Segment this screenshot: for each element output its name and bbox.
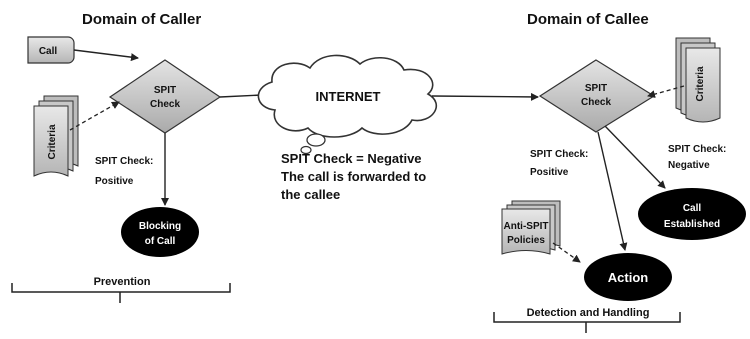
thought-bubble-large xyxy=(306,133,326,147)
callee-check-to-established-arrow xyxy=(604,125,666,189)
callee-domain-header: Domain of Callee xyxy=(527,11,649,28)
callee-positive-line1: SPIT Check: xyxy=(530,149,588,160)
internet-cloud: INTERNET xyxy=(257,54,438,138)
action-label: Action xyxy=(608,270,649,285)
anti-spit-policies-stack: Anti-SPIT Policies xyxy=(501,200,561,255)
caller-criteria-label: Criteria xyxy=(47,124,58,159)
caller-spit-check-diamond: SPIT Check xyxy=(108,59,222,134)
detection-bracket xyxy=(493,312,681,333)
callee-negative-line1: SPIT Check: xyxy=(668,144,726,155)
established-line2: Established xyxy=(664,219,720,230)
internet-to-callee-check-arrow xyxy=(431,92,539,101)
blocking-of-call-node: Blocking of Call xyxy=(121,207,199,257)
anti-spit-line2: Policies xyxy=(507,235,545,246)
callee-negative-line2: Negative xyxy=(668,160,710,171)
call-label: Call xyxy=(39,46,58,57)
caller-criteria-arrow xyxy=(69,101,120,131)
prevention-bracket xyxy=(11,283,231,303)
action-node: Action xyxy=(584,253,672,301)
blocking-line2: of Call xyxy=(145,236,176,247)
callee-criteria-arrow xyxy=(647,85,685,98)
thought-bubble-small xyxy=(300,145,312,155)
call-to-check-arrow xyxy=(73,49,139,62)
caller-spit-line2: Check xyxy=(150,99,180,110)
caller-criteria-stack: Criteria xyxy=(33,95,79,177)
caller-spit-line1: SPIT xyxy=(154,85,176,96)
established-line1: Call xyxy=(683,203,702,214)
detection-label: Detection and Handling xyxy=(527,307,650,319)
anti-spit-line1: Anti-SPIT xyxy=(504,221,549,232)
blocking-line1: Blocking xyxy=(139,221,181,232)
callee-criteria-stack: Criteria xyxy=(675,37,721,123)
prevention-label: Prevention xyxy=(94,276,151,288)
anti-spit-arrow xyxy=(552,242,581,263)
check-to-internet-line xyxy=(219,94,263,98)
call-box: Call xyxy=(27,36,75,64)
call-established-node: Call Established xyxy=(638,188,746,240)
caller-domain-header: Domain of Caller xyxy=(82,11,201,28)
caller-positive-line1: SPIT Check: xyxy=(95,156,153,167)
callee-criteria-label: Criteria xyxy=(695,66,706,101)
internet-note-line3: the callee xyxy=(281,187,340,202)
internet-note-line2: The call is forwarded to xyxy=(281,169,426,184)
callee-spit-check-diamond: SPIT Check xyxy=(538,59,656,133)
callee-positive-line2: Positive xyxy=(530,167,569,178)
internet-label: INTERNET xyxy=(316,89,381,104)
internet-note-line1: SPIT Check = Negative xyxy=(281,151,422,166)
caller-positive-line2: Positive xyxy=(95,176,134,187)
callee-spit-line2: Check xyxy=(581,97,611,108)
callee-spit-line1: SPIT xyxy=(585,83,607,94)
callee-check-to-action-arrow xyxy=(597,131,628,251)
